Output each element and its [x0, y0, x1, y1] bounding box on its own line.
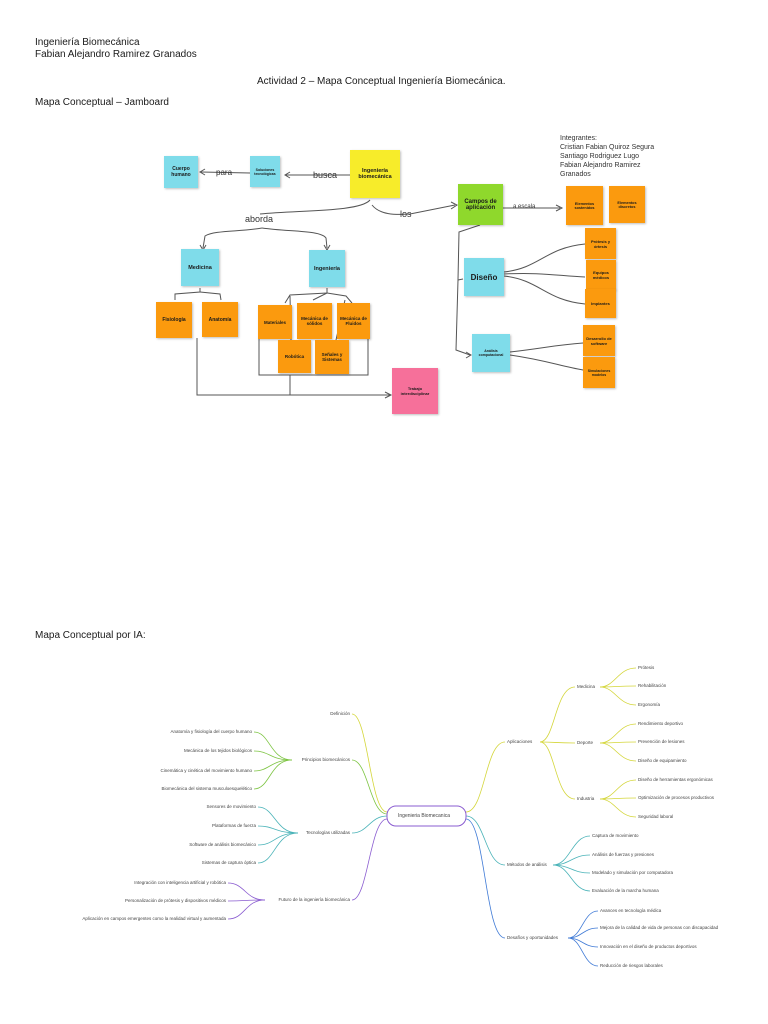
note-elementos-discretos: Elementos discretos	[609, 186, 645, 223]
note-fisiologia: Fisiología	[156, 302, 192, 338]
mindmap-center: Ingenieria Biomecanica	[398, 813, 450, 819]
mindmap-aplicaciones: Aplicaciones	[507, 739, 533, 744]
note-robotica: Robótica	[278, 340, 311, 373]
note-trabajo-interdisciplinar: Trabajo interdisciplinar	[392, 368, 438, 414]
mindmap-leaf: Prevención de lesiones	[638, 739, 685, 744]
connector-escala: a escala	[513, 204, 536, 210]
integrantes-list: Integrantes: Cristian Fabian Quiroz Segu…	[560, 135, 655, 178]
mindmap-leaf: Modelado y simulación por computadora	[592, 870, 674, 875]
mindmap-leaf: Diseño de herramientas ergonómicas	[638, 777, 713, 782]
note-materiales: Materiales	[258, 305, 292, 339]
connector-aborda: aborda	[245, 214, 274, 224]
mindmap-desafios: Desafíos y oportunidades	[507, 935, 559, 940]
mindmap-leaf: Optimización de procesos productivos	[638, 795, 715, 800]
note-equipos-medicos: Equipos médicos	[586, 260, 616, 290]
mindmap-leaf: Mejora de la calidad de vida de personas…	[600, 925, 719, 930]
note-desarrollo-software: Desarrollo de software	[583, 325, 615, 356]
note-implantes: Implantes	[585, 289, 616, 318]
mindmap-deporte: Deporte	[577, 740, 594, 745]
connector-para: para	[216, 168, 233, 177]
mindmap-leaf: Reducción de riesgos laborales	[600, 963, 663, 968]
mindmap-metodos: Métodos de análisis	[507, 862, 547, 867]
mindmap-leaf: Análisis de fuerzas y presiones	[592, 852, 655, 857]
note-ingenieria: Ingeniería	[309, 250, 345, 287]
mindmap-leaf: Aplicación en campos emergentes como la …	[82, 916, 226, 921]
note-campos-aplicacion: Campos de aplicación	[458, 184, 503, 225]
note-analisis-computacional: Análisis computacional	[472, 334, 510, 372]
note-simulaciones: Simulaciones modelos	[583, 357, 615, 388]
mindmap-leaf: Diseño de equipamiento	[638, 758, 687, 763]
mindmap-leaf: Ergonomía	[638, 702, 661, 707]
mindmap-industria: Industria	[577, 796, 595, 801]
course-title: Ingeniería Biomecánica	[35, 37, 140, 48]
connector-los: los	[400, 209, 412, 219]
mindmap-leaf: Prótesis	[638, 665, 655, 670]
mindmap-leaf: Personalización de prótesis y dispositiv…	[124, 898, 226, 903]
mindmap-leaf: Seguridad laboral	[638, 814, 674, 819]
note-soluciones: Soluciones tecnológicas	[250, 156, 280, 187]
mindmap-definicion: Definición	[330, 711, 350, 716]
mindmap-futuro: Futuro de la ingeniería biomecánica	[278, 897, 350, 902]
author-name: Fabian Alejandro Ramirez Granados	[35, 49, 197, 60]
mindmap-tecnologias: Tecnologías utilizadas	[305, 830, 350, 835]
mindmap-leaf: Avances en tecnología médica	[600, 908, 662, 913]
mindmap-leaf: Software de análisis biomecánico	[189, 842, 256, 847]
mindmap-leaf: Captura de movimiento	[592, 833, 639, 838]
mindmap-leaf: Sensores de movimiento	[206, 804, 256, 809]
mindmap-leaf: Integración con inteligencia artificial …	[134, 880, 226, 885]
mindmap-leaf: Plataformas de fuerza	[211, 823, 256, 828]
mindmap-leaf: Anatomía y fisiología del cuerpo humano	[170, 729, 252, 734]
section-jamboard-title: Mapa Conceptual – Jamboard	[35, 97, 169, 108]
activity-title: Actividad 2 – Mapa Conceptual Ingeniería…	[257, 76, 506, 87]
note-protesis: Prótesis y órtesis	[585, 228, 616, 259]
mindmap-leaf: Mecánica de los tejidos biológicos	[183, 748, 252, 753]
mindmap-principios: Principios biomecánicos	[301, 757, 350, 762]
note-cuerpo-humano: Cuerpo humano	[164, 156, 198, 188]
note-diseno: Diseño	[464, 258, 504, 296]
note-elementos-sostenidos: Elementos sostenidos	[566, 186, 603, 225]
section-ia-title: Mapa Conceptual por IA:	[35, 630, 146, 641]
mindmap-leaf: Evaluación de la marcha humana	[592, 888, 659, 893]
note-mecanica-solidos: Mecánica de sólidos	[297, 303, 332, 339]
note-medicina: Medicina	[181, 249, 219, 286]
mindmap-leaf: Cinemática y cinética del movimiento hum…	[160, 768, 252, 773]
note-anatomia: Anatomía	[202, 302, 238, 337]
note-ing-biomecanica: Ingeniería biomecánica	[350, 150, 400, 198]
mindmap-leaf: Sistemas de captura óptica	[201, 860, 256, 865]
connector-busca: busca	[313, 170, 338, 180]
mindmap-leaf: Rendimiento deportivo	[638, 721, 684, 726]
mindmap-medicina: Medicina	[577, 684, 596, 689]
note-mecanica-fluidos: Mecánica de Fluidos	[337, 303, 370, 339]
mindmap-leaf: Rehabilitación	[638, 683, 667, 688]
mindmap-leaf: Innovación en el diseño de productos dep…	[600, 944, 697, 949]
note-senales-sistemas: Señales y Sistemas	[315, 340, 349, 374]
mindmap-leaf: Biomecánica del sistema musculoesqueléti…	[161, 786, 252, 791]
